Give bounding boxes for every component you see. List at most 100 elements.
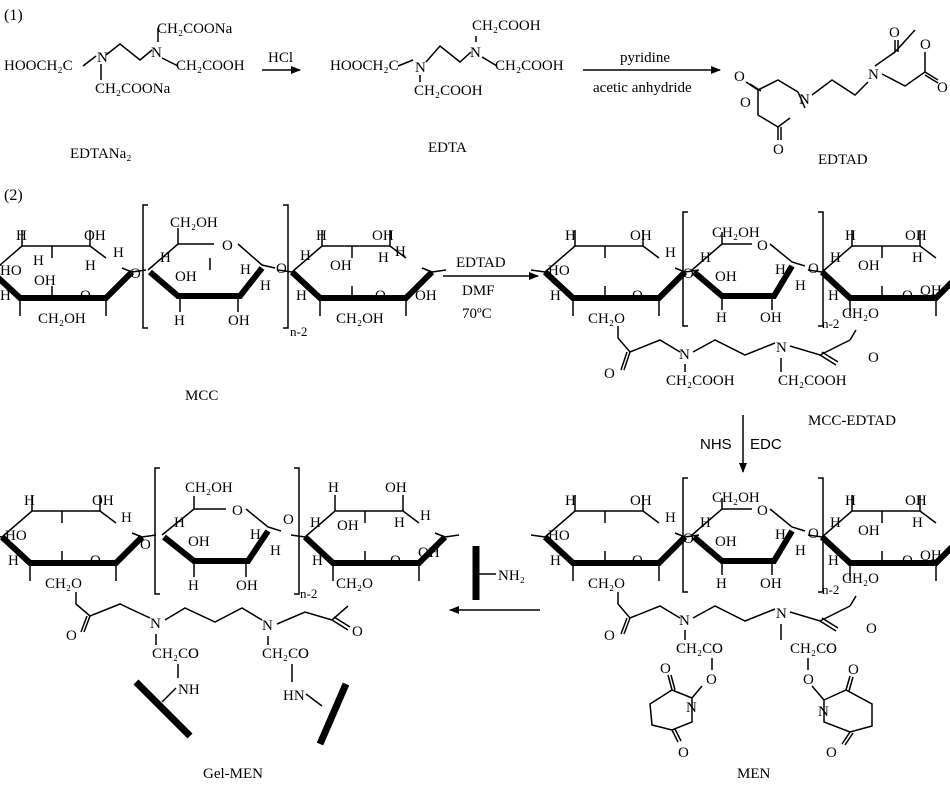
men-linker-n-left: N <box>679 613 690 629</box>
mcc-ring2-o: O <box>222 238 233 254</box>
mcc-ring1-h5: H <box>85 258 96 274</box>
gm-ring2-h2: H <box>250 527 261 543</box>
men-nhs-left-n: N <box>686 700 697 716</box>
me-linker-ch2cooh-left: CH₂COOH <box>666 373 735 389</box>
arrow-pyridine-reagent-top: pyridine <box>620 50 670 66</box>
arrow-pyridine-reagent-bottom: acetic anhydride <box>593 80 692 96</box>
mcc-ring3-h5: H <box>296 288 307 304</box>
me-ring1-ch2o: CH₂O <box>588 311 625 327</box>
gm-ring1-ch2o: CH₂O <box>45 576 82 592</box>
gm-ring2-h4: H <box>188 578 199 594</box>
men-ring3-oh3: OH <box>920 548 942 564</box>
mcc-name: MCC <box>185 388 218 404</box>
edta-structure: HOOCH₂C CH₂COOH CH₂COOH CH₂COOH N N EDTA <box>330 18 564 156</box>
gm-ring3-h4: H <box>420 508 431 524</box>
mcc-ring1-oh2: OH <box>34 273 56 289</box>
men-nhs-right-co2: O <box>826 745 837 761</box>
mcc-ring2-oh2: OH <box>228 313 250 329</box>
edta-left-group: HOOCH₂C <box>330 58 399 74</box>
men-ring1-ch2o: CH₂O <box>588 576 625 592</box>
gm-linker-o-right: O <box>352 624 363 640</box>
edtad-o-left-ring: O <box>734 69 745 85</box>
step1-label: (1) <box>4 7 23 24</box>
me-ring1-h2: H <box>665 245 676 261</box>
gm-ring2-oh2: OH <box>236 578 258 594</box>
men-ring2-h: H <box>700 515 711 531</box>
edta-n2: N <box>470 45 481 61</box>
me-linker-n-left: N <box>679 347 690 363</box>
men-ring3-h5: H <box>828 553 839 569</box>
gm-linker-n-left: N <box>150 616 161 632</box>
me-linker-o-left: O <box>604 366 615 382</box>
edta-n1: N <box>415 60 426 76</box>
mcc-ring3-h3: H <box>378 250 389 266</box>
me-ring1-oh: OH <box>630 228 652 244</box>
gm-ring2-ch2oh: CH₂OH <box>185 480 233 496</box>
mcc-ring3-h: H <box>316 228 327 244</box>
mcc-ring2-h3: H <box>260 278 271 294</box>
arrow-hcl: HCl <box>262 50 301 74</box>
me-ring3-h: H <box>845 228 856 244</box>
men-link1-o: O <box>683 531 694 547</box>
edtana2-n1: N <box>97 50 108 66</box>
edta-top-group: CH₂COOH <box>472 18 541 34</box>
men-ring3-oh: OH <box>905 493 927 509</box>
edtana2-bottom-group: CH₂COONa <box>95 81 171 97</box>
men-linker-ch2co-left: CH₂CO <box>676 641 723 657</box>
mcc-ring2-h: H <box>160 250 171 266</box>
edtad-o-left-bottom: O <box>773 142 784 158</box>
edtana2-left-group: HOOCH₂C <box>4 58 73 74</box>
me-ring1-o: O <box>632 288 643 304</box>
mcc-link2-o: O <box>276 261 287 277</box>
gm-ring3-oh3: OH <box>418 545 440 561</box>
gm-ring2-h: H <box>174 515 185 531</box>
edtad-structure: O O O N N O O O EDTAD <box>734 25 948 168</box>
gelatin-chain-left-icon <box>133 679 193 739</box>
gm-ring1-h3: H <box>8 553 19 569</box>
me-ring2-h: H <box>700 250 711 266</box>
me-ring3-h5: H <box>828 288 839 304</box>
me-ring3-h3: H <box>912 250 923 266</box>
men-nhs-right-n: N <box>818 704 829 720</box>
gm-ring3-h2: H <box>310 515 321 531</box>
edta-name: EDTA <box>428 140 467 156</box>
gm-ring3-h5: H <box>312 553 323 569</box>
edtana2-right-group: CH₂COOH <box>176 58 245 74</box>
gm-linker-o-amide-left: O <box>188 646 199 662</box>
me-linker-o-right: O <box>868 350 879 366</box>
mcc-structure: H OH H H OH HO H H O CH₂OH O n-2 CH₂OH O… <box>0 204 446 404</box>
gm-ring2-oh: OH <box>188 534 210 550</box>
me-ring3-oh2: OH <box>858 258 880 274</box>
men-ring3-ch2o: CH₂O <box>842 571 879 587</box>
men-nhs-right-co1: O <box>848 662 859 678</box>
gm-link1-o: O <box>140 537 151 553</box>
gm-ring3-oh2: OH <box>337 518 359 534</box>
men-ring1-oh: OH <box>630 493 652 509</box>
gm-linker-ch2co-right: CH₂CO <box>262 646 309 662</box>
me-ring1-h: H <box>565 228 576 244</box>
me-ring2-o: O <box>757 238 768 254</box>
edta-bottom-group: CH₂COOH <box>414 83 483 99</box>
men-nhs-left-co2: O <box>678 745 689 761</box>
edtana2-top-group: CH₂COONa <box>157 21 233 37</box>
gm-ring1-h2: H <box>121 510 132 526</box>
men-ring2-oh: OH <box>715 534 737 550</box>
men-ring2-h2: H <box>775 527 786 543</box>
mcc-ring3-oh3: OH <box>415 288 437 304</box>
me-ring1-h3: H <box>550 288 561 304</box>
men-ring2-o: O <box>757 503 768 519</box>
gm-ring2-h3: H <box>270 543 281 559</box>
mcc-ring1-h4: H <box>0 288 11 304</box>
men-ring3-h: H <box>845 493 856 509</box>
mcc-ring2-oh: OH <box>175 269 197 285</box>
men-ring3-o: O <box>902 553 913 569</box>
gm-ring3-ch2o: CH₂O <box>336 576 373 592</box>
me-ring3-oh: OH <box>905 228 927 244</box>
me-linker-ch2cooh-right: CH₂COOH <box>778 373 847 389</box>
men-ring1-h2: H <box>665 510 676 526</box>
arrow-nhs-label: NHS <box>700 436 732 453</box>
edtad-n-right: N <box>868 67 879 83</box>
me-ring3-o: O <box>902 288 913 304</box>
me-repeat-n: n-2 <box>822 316 839 331</box>
